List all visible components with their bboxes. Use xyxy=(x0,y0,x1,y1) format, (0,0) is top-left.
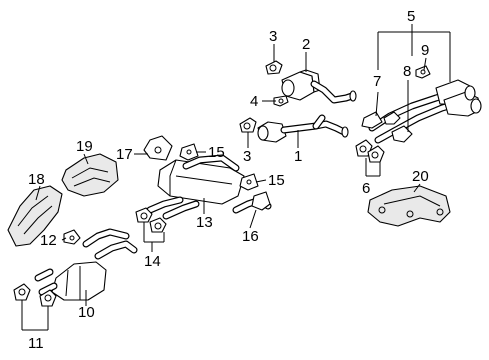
callout-11: 11 xyxy=(28,335,44,352)
callout-1: 1 xyxy=(294,148,302,165)
callout-15-lower: 15 xyxy=(268,172,285,189)
callout-9: 9 xyxy=(421,42,429,59)
part-15-lower-hanger xyxy=(239,173,259,191)
callout-17: 17 xyxy=(116,146,133,163)
part-14-clamps xyxy=(135,207,167,233)
part-4-bracket-clip xyxy=(273,95,289,107)
part-6-gaskets xyxy=(355,139,385,163)
callout-8: 8 xyxy=(403,63,411,80)
callout-12: 12 xyxy=(40,232,57,249)
part-19-heat-shield xyxy=(61,153,119,197)
callout-14: 14 xyxy=(144,253,161,270)
part-11-exhaust-tips xyxy=(13,283,57,307)
callout-10: 10 xyxy=(78,304,95,321)
part-1-converter-pipe xyxy=(257,114,349,143)
callout-15-upper: 15 xyxy=(208,144,225,161)
callout-numbers: 1 2 3 3 4 5 6 7 8 9 10 11 12 13 14 15 15… xyxy=(28,8,429,352)
part-16-pipe-bracket xyxy=(232,191,272,214)
callout-16: 16 xyxy=(242,228,259,245)
callout-18: 18 xyxy=(28,171,45,188)
part-20-crossmember xyxy=(367,185,451,227)
callout-13: 13 xyxy=(196,214,213,231)
part-15-upper-hanger xyxy=(179,143,199,161)
part-2-converter-pipe xyxy=(281,69,357,104)
part-3-lower-gasket xyxy=(239,117,257,133)
part-17-hanger-bracket xyxy=(143,135,173,161)
callout-19: 19 xyxy=(76,138,93,155)
part-9-clip xyxy=(415,65,431,79)
callout-7: 7 xyxy=(373,73,381,90)
part-12-hanger xyxy=(63,229,81,245)
callout-3-lower: 3 xyxy=(243,148,251,165)
callout-20: 20 xyxy=(412,168,429,185)
callout-5: 5 xyxy=(407,8,415,25)
part-3-upper-gasket xyxy=(265,60,283,75)
part-18-heat-shield xyxy=(7,185,63,247)
part-5-front-pipe-assembly xyxy=(361,79,482,144)
part-13-center-muffler xyxy=(146,154,245,220)
callout-4: 4 xyxy=(250,93,258,110)
callout-3-upper: 3 xyxy=(269,28,277,45)
part-10-rear-muffler xyxy=(34,228,138,301)
callout-2: 2 xyxy=(302,36,310,53)
callout-6: 6 xyxy=(362,180,370,197)
leader-lines xyxy=(21,24,451,331)
